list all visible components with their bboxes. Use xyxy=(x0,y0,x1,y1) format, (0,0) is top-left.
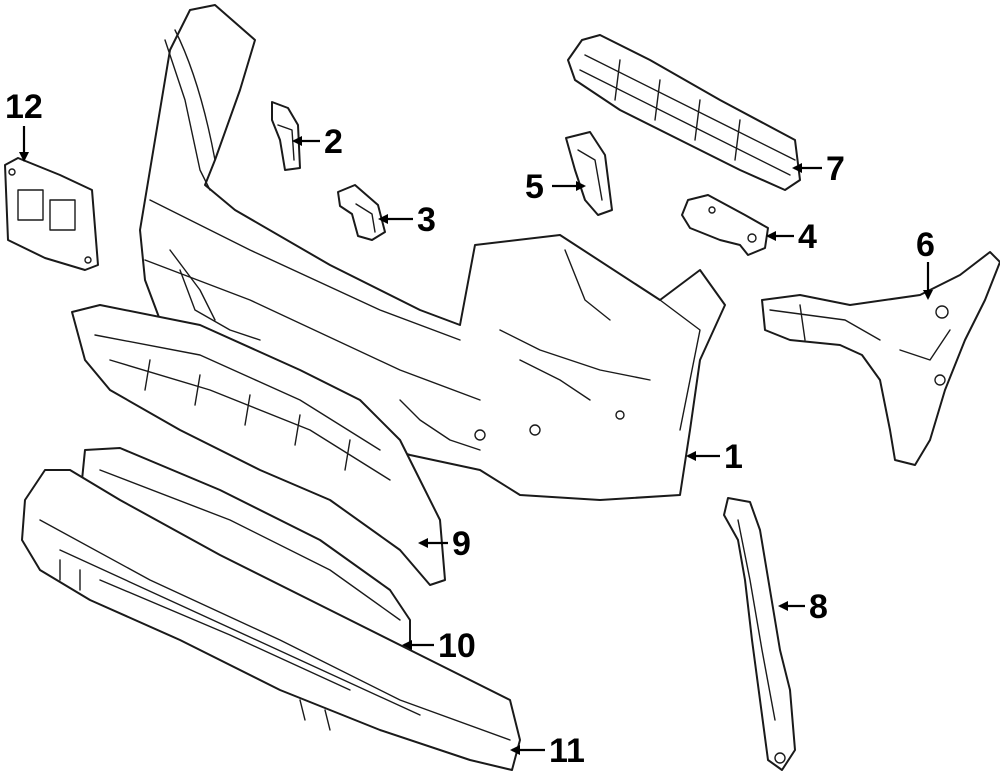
part-12-license-bracket xyxy=(4,157,99,271)
part-6-side-retainer xyxy=(761,251,1000,466)
leader-lines xyxy=(19,126,933,755)
callout-12: 12 xyxy=(5,88,43,126)
callout-numbers: 1 2 3 4 5 6 7 8 9 10 11 12 xyxy=(5,88,935,770)
callout-3: 3 xyxy=(417,201,436,239)
callout-6: 6 xyxy=(916,226,935,264)
part-7-reinforcement xyxy=(567,34,801,191)
part-5-bracket xyxy=(565,131,613,216)
callout-1: 1 xyxy=(724,438,743,476)
callout-5: 5 xyxy=(525,168,544,206)
callout-7: 7 xyxy=(826,150,845,188)
callout-8: 8 xyxy=(809,588,828,626)
callout-11: 11 xyxy=(549,732,585,770)
part-11-skid-plate xyxy=(21,469,521,771)
callout-10: 10 xyxy=(438,627,476,665)
part-2-bracket xyxy=(271,101,301,171)
part-9-lower-grille xyxy=(71,304,446,586)
callout-9: 9 xyxy=(452,525,471,563)
callout-2: 2 xyxy=(324,123,343,161)
part-8-side-bracket xyxy=(723,497,796,771)
part-4-bracket xyxy=(681,194,769,256)
callout-4: 4 xyxy=(798,218,817,256)
part-3-bracket xyxy=(337,184,386,241)
